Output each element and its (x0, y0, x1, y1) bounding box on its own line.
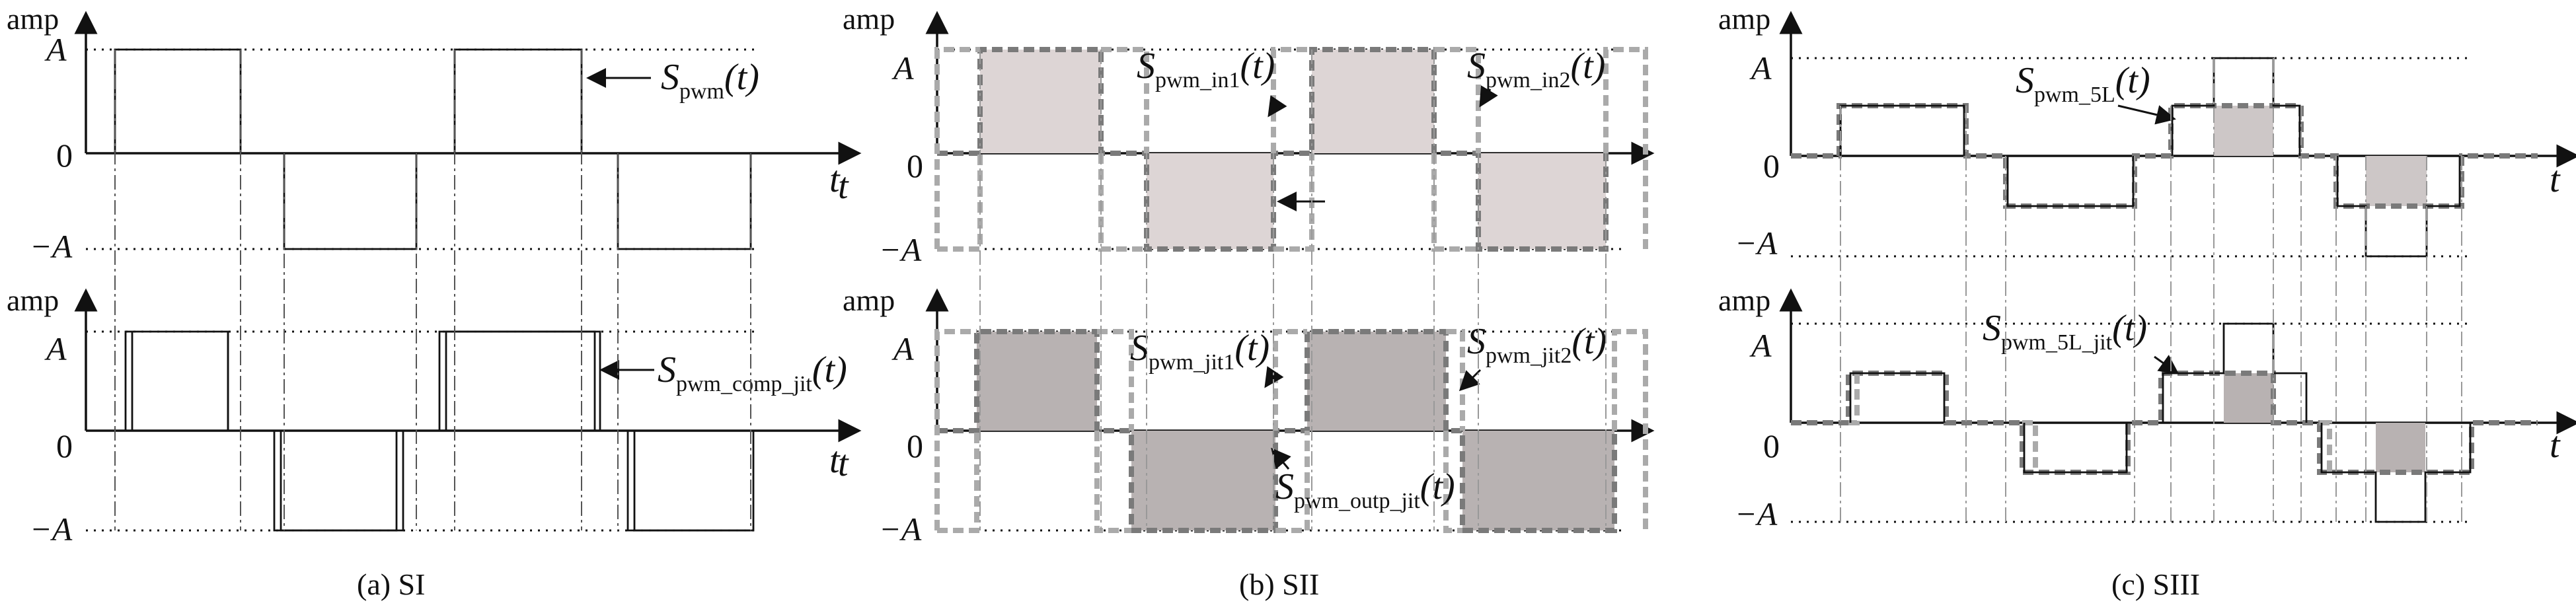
tick-negA: −A (1735, 495, 1778, 532)
pulse-fill (2366, 156, 2427, 206)
pulse-fill (1131, 431, 1275, 530)
panel-c-top-axes: amp A 0 −A t (1718, 2, 2576, 262)
x-axis-label: t (2550, 425, 2561, 466)
tick-A: A (1749, 327, 1772, 364)
pulse-fill (1478, 153, 1606, 249)
label-s-pwm-outp-jit: Spwm_outp_jit(t) (1275, 466, 1455, 513)
tick-negA: −A (30, 228, 73, 265)
signal-s-pwm-5L (1791, 103, 2538, 209)
tick-A: A (44, 330, 67, 367)
signal-s-pwm (86, 48, 752, 250)
signal-s-pwm-5L-thin (1839, 57, 2461, 258)
panel-b-alignment-lines (979, 50, 1607, 530)
tick-negA: −A (879, 231, 922, 268)
caption-c: (c) SIII (2111, 567, 2200, 601)
caption-b: (b) SII (1239, 567, 1319, 601)
tick-zero: 0 (907, 147, 923, 184)
tick-negA: −A (30, 511, 73, 548)
tick-A: A (891, 330, 914, 367)
pulse-fill (1312, 50, 1434, 153)
label-s-pwm-5L-jit: Spwm_5L_jit(t) (1983, 308, 2147, 355)
panel-a-alignment-lines (114, 50, 751, 530)
y-axis-label: amp (843, 2, 895, 36)
pulse-fill (1307, 332, 1446, 431)
y-axis-label: amp (7, 2, 59, 36)
y-axis-label: amp (843, 283, 895, 317)
panel-c: amp A 0 −A t Spwm_5L(t) amp A 0 −A t (1718, 2, 2576, 601)
tick-negA: −A (879, 511, 922, 548)
panel-c-alignment-lines (1840, 58, 2462, 522)
tick-negA: −A (1735, 225, 1778, 262)
panel-b: amp A 0 −A t Spwm_in1(t) Spwm_in2(t) amp… (838, 2, 1655, 601)
pulse-fill (977, 332, 1097, 431)
panel-c-bottom-axes: amp A 0 −A t (1718, 283, 2576, 532)
pulse-fill (1147, 153, 1273, 249)
tick-zero: 0 (1763, 147, 1780, 184)
x-axis-label: t (829, 159, 841, 200)
label-s-pwm-jit1: Spwm_jit1(t) (1130, 328, 1269, 375)
signal-s-pwm-jit2 (934, 329, 1648, 533)
x-axis-label: t (838, 166, 849, 207)
signal-s-pwm-in2 (934, 47, 1648, 252)
tick-zero: 0 (56, 427, 73, 464)
panel-a-top-axes: amp A 0 −A t (7, 2, 862, 265)
label-s-pwm-5L: Spwm_5L(t) (2016, 60, 2150, 107)
pulse-fill (2224, 373, 2273, 423)
tick-zero: 0 (56, 137, 73, 174)
y-axis-label: amp (1718, 2, 1770, 36)
label-s-pwm-comp-jit: Spwm_comp_jit(t) (658, 349, 847, 396)
label-s-pwm-in1: Spwm_in1(t) (1137, 46, 1275, 92)
x-axis-label: t (838, 443, 849, 484)
pulse-fill (1462, 431, 1614, 530)
tick-zero: 0 (907, 427, 923, 464)
label-s-pwm: Spwm(t) (661, 57, 759, 104)
signal-s-pwm-5L-jit-thin (1849, 322, 2472, 523)
signal-s-pwm-comp-jit-b (131, 330, 750, 532)
signal-s-pwm-comp-jit-a (86, 330, 755, 532)
pulse-fill (2214, 106, 2273, 156)
caption-a: (a) SI (357, 567, 425, 601)
tick-A: A (1749, 50, 1772, 87)
label-s-pwm-jit2: Spwm_jit2(t) (1467, 321, 1607, 368)
tick-zero: 0 (1763, 427, 1780, 464)
label-s-pwm-in2: Spwm_in2(t) (1467, 46, 1605, 92)
pulse-fill (2376, 423, 2425, 472)
panel-a: amp A 0 −A t Spwm(t) amp A 0 −A t Spwm_c… (7, 2, 862, 601)
y-axis-label: amp (7, 283, 59, 317)
panel-a-bottom-axes: amp A 0 −A t (7, 283, 862, 548)
tick-A: A (44, 31, 67, 68)
y-axis-label: amp (1718, 283, 1770, 317)
pulse-fill (980, 50, 1101, 153)
x-axis-label: t (829, 440, 841, 481)
tick-A: A (891, 50, 914, 87)
x-axis-label: t (2550, 159, 2561, 200)
